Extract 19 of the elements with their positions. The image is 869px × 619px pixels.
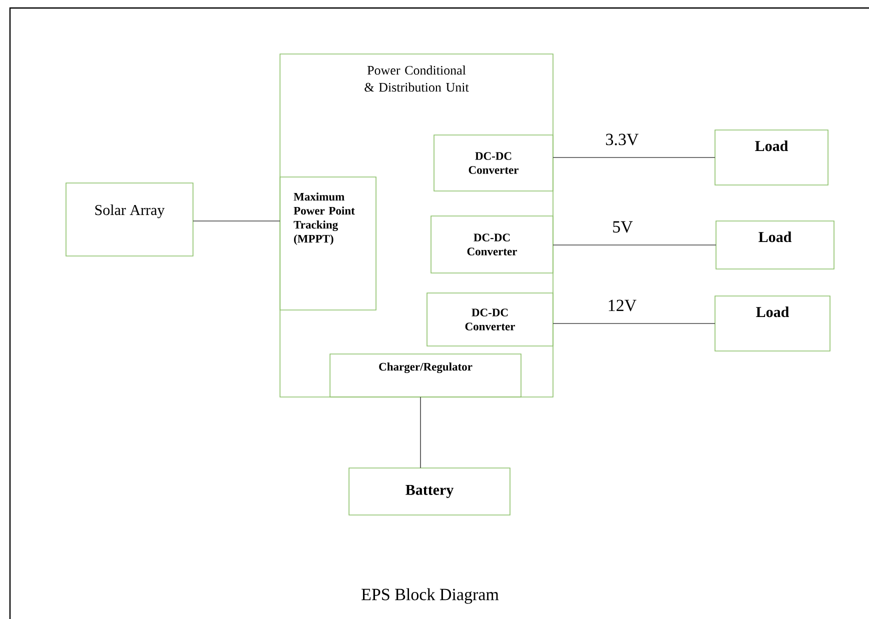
- edge-label: 3.3V: [604, 132, 640, 146]
- connector-line: [420, 396, 421, 468]
- connector-line: [552, 244, 716, 246]
- block-box: Charger/Regulator: [330, 354, 522, 398]
- converter-box: DC-DC Converter: [430, 216, 554, 274]
- converter-box: DC-DC Converter: [434, 134, 554, 192]
- converter-box: DC-DC Converter: [426, 292, 554, 346]
- edge-label: 5V: [611, 220, 634, 234]
- connector-line: [192, 220, 280, 222]
- battery-box: Battery: [348, 468, 510, 516]
- load-box: Load: [716, 220, 834, 270]
- load-box: Load: [714, 130, 828, 186]
- load-box: Load: [714, 296, 830, 352]
- block-box: Maximum Power Point Tracking (MPPT): [280, 176, 376, 310]
- edge-label: 12V: [606, 298, 638, 312]
- caption: EPS Block Diagram: [362, 588, 499, 604]
- connector-line: [552, 323, 716, 324]
- connector-line: [552, 157, 716, 158]
- block-box: Solar Array: [66, 182, 194, 256]
